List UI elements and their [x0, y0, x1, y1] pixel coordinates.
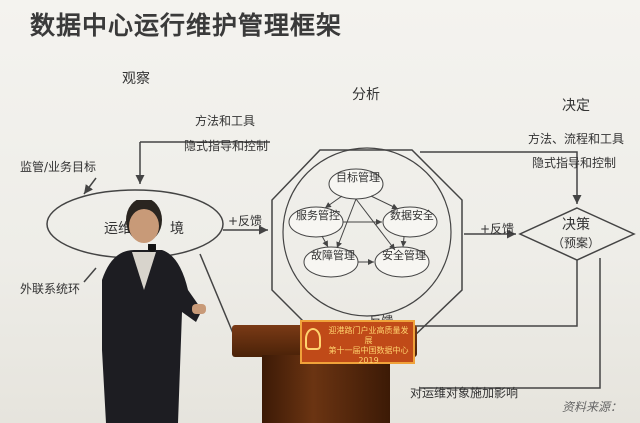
node-data-security-shape: [382, 206, 438, 238]
label-implicit-guidance-left: 隐式指导和控制: [184, 139, 269, 153]
internal-arrows: [321, 195, 407, 265]
node-data-security: 数据安全: [390, 209, 434, 222]
podium-logo: [305, 328, 321, 350]
node-security-mgmt: 安全管理: [382, 249, 426, 262]
label-supervision-goals: 监管/业务目标: [20, 160, 97, 174]
slide-credit: 资料来源：: [561, 400, 622, 414]
podium-sign: 迎港路门户业高质量发展 第十一届中国数据中心 2019: [300, 320, 415, 365]
inner-circle: [282, 147, 452, 317]
node-target-mgmt: 目标管理: [336, 171, 380, 184]
node-service-ctrl: 服务管控: [296, 209, 340, 222]
label-feedback-positive-2: +反馈: [480, 222, 515, 236]
podium-sign-year: 2019: [358, 356, 379, 365]
decision-line1: 决策: [562, 217, 590, 233]
decision-line2: （预案）: [552, 236, 601, 250]
label-methods-process-tools: 方法、流程和工具: [528, 132, 625, 146]
node-security-mgmt-shape: [374, 246, 430, 278]
podium-body: [262, 355, 390, 423]
label-external-systems: 外联系统环: [20, 282, 81, 296]
speaker-figure: [102, 200, 206, 423]
node-fault-mgmt: 故障管理: [311, 249, 355, 262]
section-observe: 观察: [122, 71, 150, 87]
slide-title: 数据中心运行维护管理框架: [30, 11, 343, 40]
label-ops-partial: 运维: [104, 221, 132, 237]
section-decide: 决定: [562, 98, 590, 114]
label-effect-on-objects: 对运维对象施加影响: [410, 386, 519, 400]
label-ops-partial-tail: 境: [170, 221, 184, 237]
podium-sign-line2: 第十一届中国数据中心: [328, 346, 409, 355]
label-implicit-guidance-right: 隐式指导和控制: [532, 156, 617, 170]
label-methods-tools: 方法和工具: [195, 114, 256, 128]
podium-sign-line1: 迎港路门户业高质量发展: [328, 326, 409, 345]
section-analyze: 分析: [352, 87, 380, 103]
label-feedback-positive-1: +反馈: [228, 214, 263, 228]
